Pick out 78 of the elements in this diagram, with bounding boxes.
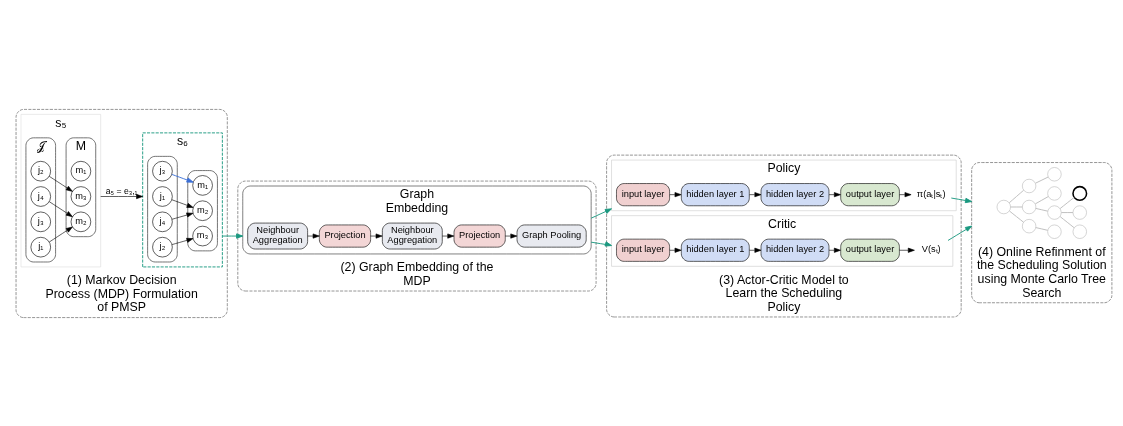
node-circle xyxy=(1072,204,1087,220)
node-circle: j₁ xyxy=(152,185,173,207)
arrow xyxy=(947,225,973,241)
node-circle: j₂ xyxy=(30,160,51,181)
arrow xyxy=(828,191,841,197)
arrow xyxy=(370,233,383,238)
node-box: Projection xyxy=(453,224,506,247)
connector xyxy=(1059,215,1075,228)
arrow xyxy=(100,193,143,199)
arrow xyxy=(899,247,915,253)
connector xyxy=(1008,189,1025,203)
arrow xyxy=(171,237,194,245)
arrow xyxy=(828,247,841,253)
node-circle: j₁ xyxy=(30,236,51,257)
arrow xyxy=(950,197,973,203)
arrow xyxy=(307,233,320,238)
edge-label: a₅ = e₃,₁ xyxy=(105,185,138,196)
node-box: output layer xyxy=(840,182,900,206)
node-circle xyxy=(1072,185,1088,201)
arrow xyxy=(749,191,762,197)
arrow xyxy=(48,175,73,192)
arrow xyxy=(669,247,682,253)
connector xyxy=(1034,195,1049,204)
node-box: input layer xyxy=(616,238,670,262)
node-box: Neighbour Aggregation xyxy=(247,222,308,249)
node-circle: j₄ xyxy=(30,185,51,207)
node-circle: j₄ xyxy=(152,211,173,232)
node-text: V(sₜ) xyxy=(921,243,941,254)
node-box: hidden layer 2 xyxy=(760,182,830,206)
node-circle: j₃ xyxy=(30,211,51,232)
node-text: π(aₜ|sₜ) xyxy=(916,188,946,199)
node-box: hidden layer 1 xyxy=(681,238,750,262)
node-circle: m₃ xyxy=(70,185,92,207)
node-box: Graph Pooling xyxy=(516,224,587,247)
arrow xyxy=(221,232,244,239)
node-circle xyxy=(1047,224,1062,239)
node-box: Projection xyxy=(319,224,371,247)
node-circle xyxy=(1072,224,1087,239)
connector xyxy=(1009,210,1025,223)
arrow xyxy=(48,226,73,242)
node-box: hidden layer 2 xyxy=(760,238,830,262)
node-circle xyxy=(1047,204,1062,220)
node-circle: m₁ xyxy=(192,174,213,196)
connector xyxy=(1035,207,1049,212)
connector xyxy=(1035,226,1049,231)
node-circle xyxy=(1022,218,1037,233)
node-circle: m₂ xyxy=(192,200,213,221)
node-circle: m₂ xyxy=(70,211,92,232)
cluster: (4) Online Refinment of the Scheduling Solution using Monte Carlo Tree Search xyxy=(971,161,1113,303)
cluster xyxy=(147,155,178,262)
arrow xyxy=(48,200,73,217)
arrow xyxy=(590,240,612,246)
node-circle: j₃ xyxy=(152,160,173,181)
node-circle xyxy=(1047,185,1062,201)
node-circle: m₃ xyxy=(192,225,213,246)
connector xyxy=(1060,211,1074,213)
node-circle xyxy=(1047,166,1062,181)
arrow xyxy=(505,233,518,238)
connector xyxy=(1010,206,1023,207)
node-box: output layer xyxy=(840,238,900,262)
arrow xyxy=(442,233,455,238)
connector xyxy=(1035,176,1049,184)
arrow xyxy=(171,212,194,220)
connector xyxy=(1059,196,1075,209)
arrow xyxy=(749,247,762,253)
node-box: input layer xyxy=(616,182,670,206)
arrow xyxy=(669,191,682,197)
arrow xyxy=(171,198,194,208)
arrow xyxy=(590,207,612,219)
node-circle: m₁ xyxy=(70,160,92,181)
node-circle: j₂ xyxy=(152,236,173,257)
node-circle xyxy=(1022,178,1037,193)
node-box: hidden layer 1 xyxy=(681,182,750,206)
arrow xyxy=(171,173,194,183)
node-circle xyxy=(996,199,1011,214)
arrow xyxy=(899,191,912,197)
node-box: Neighbour Aggregation xyxy=(382,222,443,249)
node-circle xyxy=(1022,199,1037,214)
